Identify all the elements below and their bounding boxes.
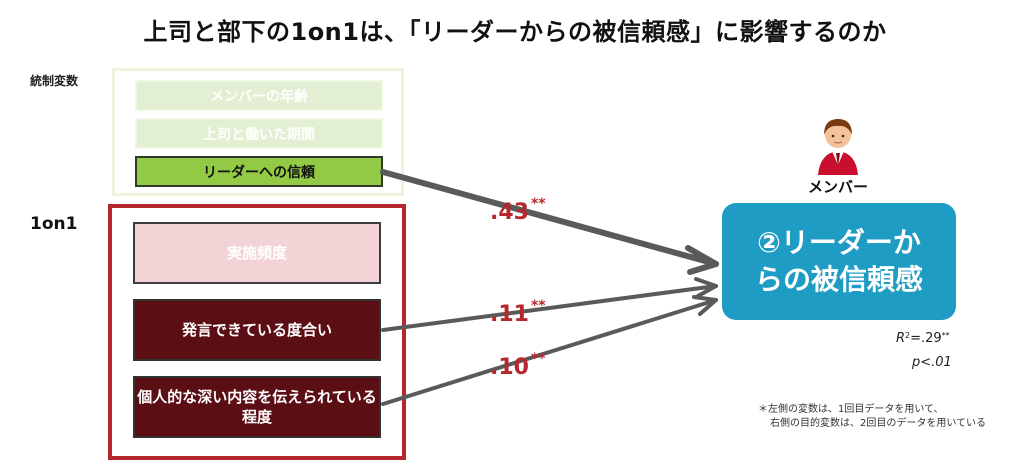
arrowhead-speaking xyxy=(694,277,718,298)
arrowhead-trust xyxy=(685,245,719,275)
oneonone-label: 1on1 xyxy=(30,214,78,234)
control-item-tenure: 上司と働いた期間 xyxy=(135,118,383,149)
predictor-personal-disclosure: 個人的な深い内容を伝えられている程度 xyxy=(133,376,381,438)
coefficient-speaking: .11** xyxy=(490,298,546,327)
predictor-frequency: 実施頻度 xyxy=(133,222,381,284)
control-item-age: メンバーの年齢 xyxy=(135,80,383,111)
control-variables-box xyxy=(112,68,404,196)
outcome-box: ②リーダーからの被信頼感 xyxy=(722,203,956,320)
oneonone-box xyxy=(108,204,406,460)
predictor-speaking-degree: 発言できている度合い xyxy=(133,299,381,361)
member-person-icon xyxy=(818,119,858,175)
control-item-trust-in-leader: リーダーへの信頼 xyxy=(135,156,383,187)
arrow-disclosure-to-outcome xyxy=(381,298,718,406)
coefficient-disclosure: .10** xyxy=(490,351,546,380)
footnote: ＊左側の変数は、1回目データを用いて、 右側の目的変数は、2回目のデータを用いて… xyxy=(758,403,986,431)
footnote-line-2: 右側の目的変数は、2回目のデータを用いている xyxy=(770,418,987,429)
page-title: 上司と部下の1on1は、「リーダーからの被信頼感」に影響するのか xyxy=(143,18,887,46)
arrow-trust-to-outcome xyxy=(380,169,719,267)
r-squared: R2=.29** xyxy=(896,331,950,346)
arrowhead-disclosure xyxy=(692,295,718,316)
footnote-line-1: ＊左側の変数は、1回目データを用いて、 xyxy=(758,404,944,415)
coefficient-trust: .43** xyxy=(490,196,546,225)
p-value: p<.01 xyxy=(912,355,952,370)
control-variables-label: 統制変数 xyxy=(30,74,79,88)
member-label: メンバー xyxy=(807,178,868,196)
arrow-speaking-to-outcome xyxy=(381,284,718,332)
outcome-label: ②リーダーからの被信頼感 xyxy=(754,226,923,296)
